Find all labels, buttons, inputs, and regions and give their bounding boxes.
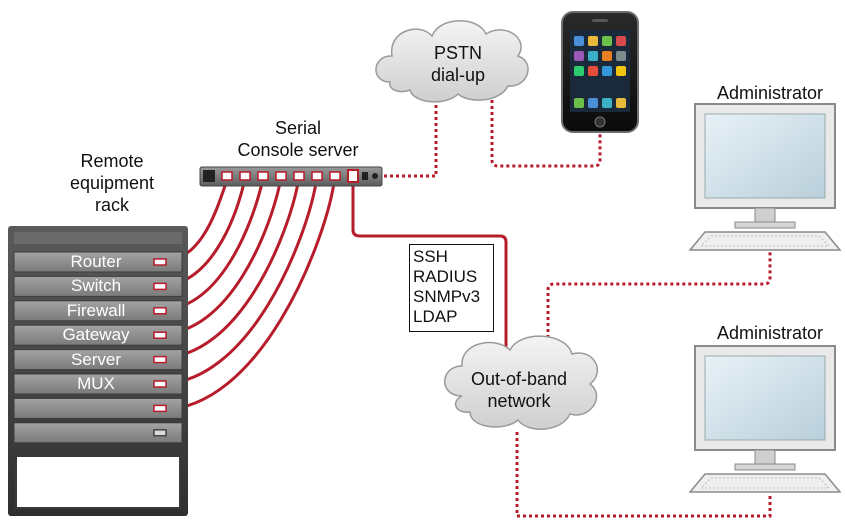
serial-console-label: Serial Console server (218, 117, 378, 161)
rack-icon (8, 226, 188, 516)
dotted-oob-admin-bottom (515, 432, 772, 518)
rack-unit (13, 275, 183, 297)
rack-port (153, 404, 167, 413)
rack-unit (13, 300, 183, 322)
console-port (329, 171, 341, 181)
rack-unit (13, 373, 183, 395)
phone-app-icon (574, 36, 584, 46)
cable-console-oob (351, 186, 508, 358)
smartphone-icon (561, 11, 639, 133)
protocol-item: RADIUS (413, 267, 478, 286)
pstn-line-1: PSTN (433, 43, 482, 63)
rack-unit-label: Server (70, 349, 122, 369)
phone-dock-icon (574, 98, 584, 108)
phone-app-icon (574, 51, 584, 61)
phone-dock-icon (616, 98, 626, 108)
phone-app-icon (602, 51, 612, 61)
pstn-label: PSTN dial-up (408, 42, 508, 86)
oob-line-1: Out-of-band (470, 369, 568, 389)
rack-unit-label: MUX (77, 374, 115, 393)
phone-app-icon (602, 36, 612, 46)
remote-rack-label: Remote equipment rack (52, 150, 172, 216)
phone-app-icon (588, 66, 598, 76)
rack-unit (13, 422, 183, 444)
rack-port (153, 331, 167, 339)
console-port (275, 171, 287, 181)
cable-server (159, 182, 300, 360)
computer-icon-top (688, 103, 842, 251)
protocol-item: SNMPv3 (413, 287, 481, 306)
phone-app-icon (602, 66, 612, 76)
oob-cloud-icon (444, 335, 599, 430)
console-port (239, 171, 251, 181)
phone-app-icon (616, 66, 626, 76)
dotted-pstn-phone (490, 100, 602, 168)
remote-rack-line-3: rack (94, 195, 129, 215)
pstn-cloud-icon (375, 20, 529, 103)
rack-unit-label: Firewall (66, 300, 126, 320)
remote-rack-line-1: Remote (80, 151, 144, 171)
admin-top-label: Administrator (716, 83, 824, 103)
oob-line-2: network (487, 391, 551, 411)
protocol-item: LDAP (413, 307, 458, 326)
phone-app-icon (616, 51, 626, 61)
rack-unit (13, 349, 183, 371)
pstn-line-2: dial-up (430, 65, 486, 85)
rack-port (153, 355, 167, 364)
phone-dock-icon (588, 98, 598, 108)
serial-console-line-2: Console server (237, 140, 359, 160)
dotted-console-pstn (378, 100, 438, 178)
rack-port (153, 258, 167, 266)
console-port (293, 171, 305, 181)
phone-dock-icon (602, 98, 612, 108)
protocol-item: SSH (413, 247, 448, 266)
rack-unit-label: Router (70, 252, 122, 271)
admin-bottom-label: Administrator (716, 323, 824, 343)
cable-unit7 (159, 182, 336, 412)
dotted-oob-admin-top (546, 252, 772, 380)
rack-port (153, 307, 167, 315)
oob-label: Out-of-band network (454, 368, 584, 412)
rack-unit (13, 397, 183, 419)
phone-app-icon (574, 66, 584, 76)
console-port (311, 171, 323, 181)
rack-unit (13, 324, 183, 346)
rack-unit (13, 251, 183, 273)
console-server-icon (199, 166, 383, 187)
phone-app-icon (588, 51, 598, 61)
rack-port (153, 282, 167, 291)
phone-app-icon (616, 36, 626, 46)
console-port (257, 171, 269, 181)
protocols-box: SSH RADIUS SNMPv3 LDAP (409, 244, 494, 332)
remote-rack-line-2: equipment (69, 173, 155, 193)
rack-port (153, 429, 167, 437)
computer-icon-bottom (688, 345, 842, 493)
serial-console-line-1: Serial (274, 118, 322, 138)
phone-app-icon (588, 36, 598, 46)
rack-unit-label: Gateway (62, 325, 130, 345)
console-port (221, 171, 233, 181)
rack-unit-label: Switch (70, 276, 122, 296)
rack-port (153, 380, 167, 388)
cable-mux (159, 182, 318, 386)
